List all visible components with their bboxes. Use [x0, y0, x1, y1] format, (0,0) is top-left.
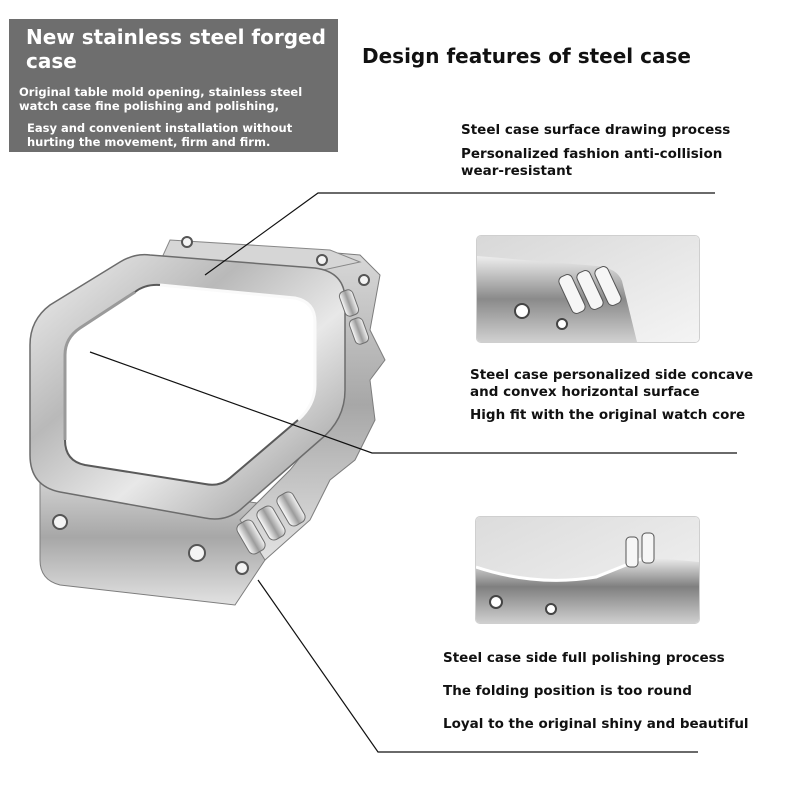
- banner-description-1: Original table mold opening, stainless s…: [19, 85, 303, 113]
- feature-middle-2: High fit with the original watch core: [470, 407, 746, 423]
- banner-description-2: Easy and convenient installation without…: [27, 121, 293, 149]
- detail-photo-side-ridges: [476, 235, 700, 343]
- feature-bottom-3: Loyal to the original shiny and beautifu…: [443, 716, 749, 732]
- callout-lines: [89, 192, 737, 753]
- feature-top-2: Personalized fashion anti-collision wear…: [461, 146, 723, 179]
- side-ridges: [236, 289, 370, 555]
- screw-holes: [52, 236, 370, 575]
- callout-line-bottom: [257, 579, 698, 753]
- callout-line-middle: [89, 351, 737, 454]
- feature-middle-1: Steel case personalized side concave and…: [470, 367, 754, 400]
- intro-banner: New stainless steel forged case Original…: [9, 19, 338, 152]
- feature-bottom-2: The folding position is too round: [443, 683, 692, 699]
- section-heading: Design features of steel case: [362, 44, 691, 68]
- feature-top-1: Steel case surface drawing process: [461, 122, 731, 138]
- detail-photo-polished-side: [475, 516, 700, 624]
- callout-line-top: [204, 192, 715, 276]
- feature-bottom-1: Steel case side full polishing process: [443, 650, 725, 666]
- banner-title: New stainless steel forged case: [26, 25, 326, 73]
